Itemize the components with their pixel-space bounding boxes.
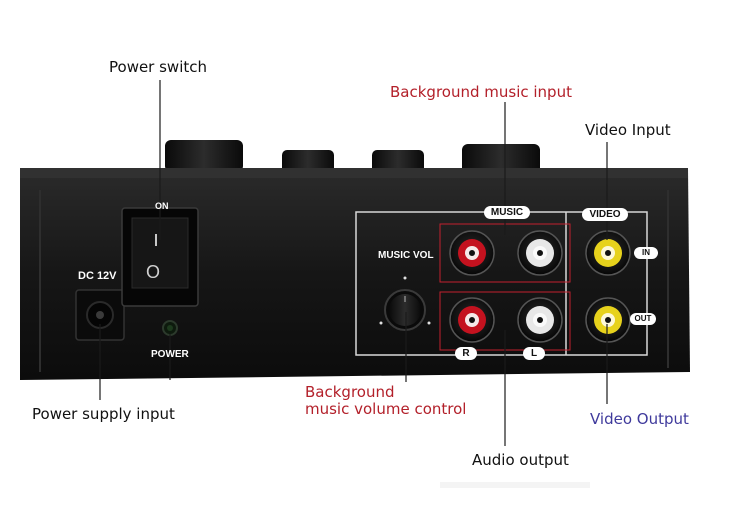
out-label: OUT (630, 313, 656, 325)
music-vol-label: MUSIC VOL (378, 250, 434, 261)
video-header: VIDEO (582, 208, 628, 221)
audio-output-callout: Audio output (472, 451, 569, 469)
power-led (162, 320, 178, 336)
bg-music-input-callout: Background music input (390, 83, 572, 101)
top-knob (462, 144, 540, 174)
power-switch-callout: Power switch (109, 58, 208, 76)
device-body (20, 168, 690, 380)
power-supply-input-callout: Power supply input (32, 405, 175, 423)
rca-jack-music-in-l (517, 230, 563, 276)
power-switch (121, 207, 199, 307)
rca-jack-music-in-r (449, 230, 495, 276)
rca-jack-video-out (585, 297, 631, 343)
in-label: IN (634, 247, 658, 259)
rca-jack-audio-out-l (517, 297, 563, 343)
music-header: MUSIC (484, 206, 530, 219)
rca-jack-video-in (585, 230, 631, 276)
l-label: L (523, 347, 545, 360)
power-led-label: POWER (151, 349, 189, 360)
dc-12v-label: DC 12V (78, 270, 117, 282)
bg-music-volume-callout-line1: Background (305, 383, 395, 401)
video-input-callout: Video Input (585, 121, 671, 139)
off-symbol: O (146, 262, 161, 282)
top-knob (165, 140, 243, 172)
video-output-callout: Video Output (590, 410, 689, 428)
music-volume-knob (379, 276, 431, 331)
rca-jack-audio-out-r (449, 297, 495, 343)
r-label: R (455, 347, 477, 360)
on-label: ON (155, 201, 169, 211)
bg-music-volume-callout-line2: music volume control (305, 400, 467, 418)
